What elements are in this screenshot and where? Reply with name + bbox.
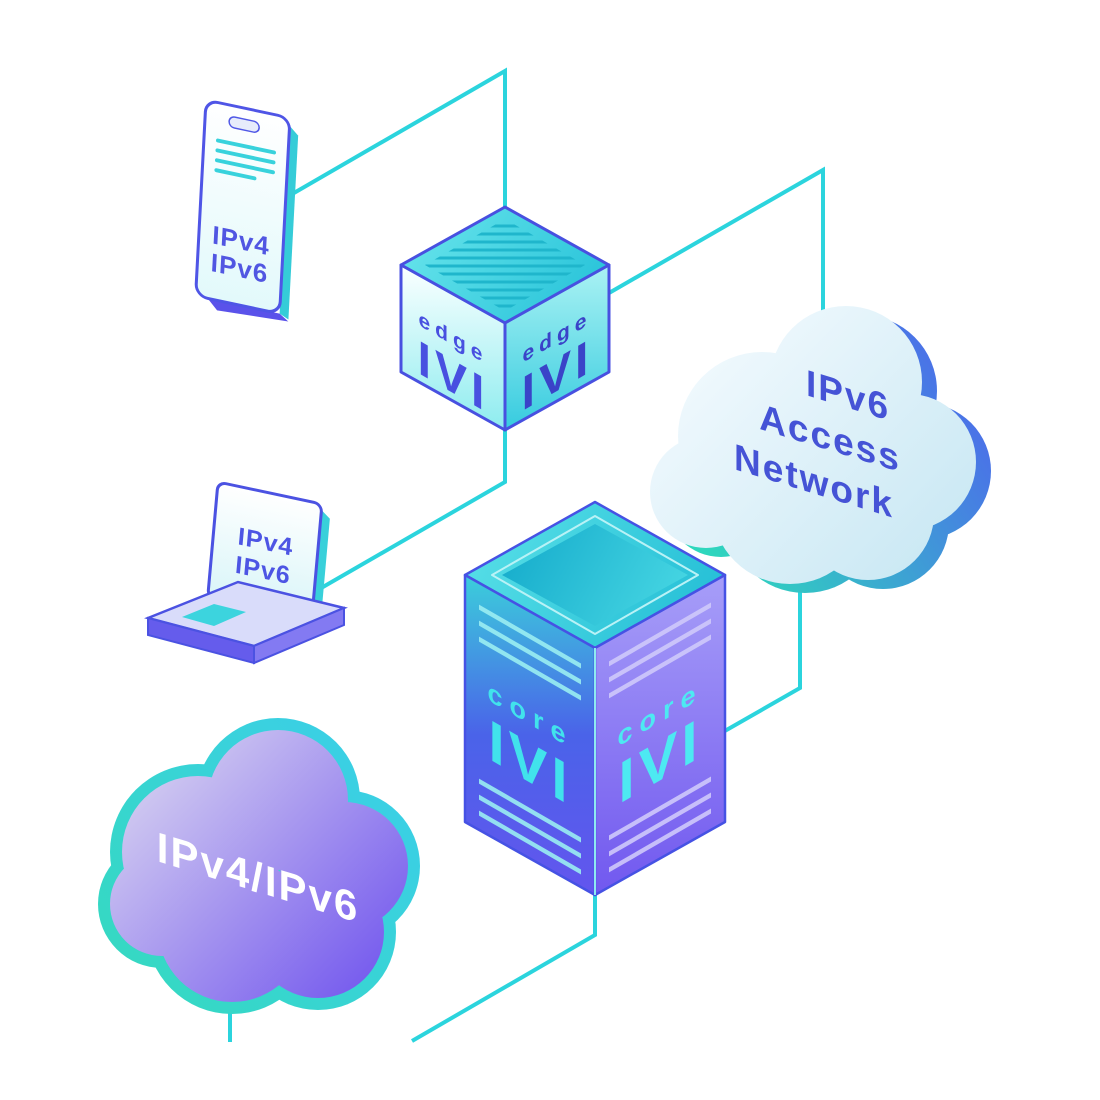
connection-line-edge-to-access-cloud	[608, 166, 825, 355]
phone-body	[194, 100, 291, 313]
phone-speaker-bar	[228, 116, 260, 133]
core-router-top-inset-border	[491, 515, 699, 635]
access-cloud-body	[650, 306, 976, 584]
phone-screen-content-lines	[214, 138, 277, 181]
laptop-trackpad	[182, 604, 246, 626]
core-left-bottom-vents	[479, 778, 581, 875]
laptop-node: IPv4 IPv6	[144, 482, 348, 665]
ipv4-ipv6-internet-cloud: IPv4/IPv6	[98, 718, 420, 1014]
connection-line-access-cloud-to-core	[722, 575, 802, 734]
core-right-top-vents	[609, 602, 711, 699]
internet-cloud-body	[110, 730, 408, 1002]
laptop-front-right-face	[253, 606, 345, 665]
laptop-screen-side	[311, 509, 330, 626]
core-right-bottom-vents	[609, 776, 711, 873]
edge-ivi-router-node: edge IVI edge IVI	[399, 205, 611, 432]
connection-line-core-to-internet-cloud	[410, 890, 597, 1043]
core-left-top-vents	[479, 604, 581, 701]
smartphone-node: IPv4 IPv6	[194, 100, 299, 322]
ipv6-access-network-cloud: IPv6 Access Network	[650, 306, 991, 593]
connection-line-edge-to-laptop	[315, 426, 507, 593]
connection-line-phone-to-edge	[285, 67, 507, 212]
phone-side-face	[279, 125, 299, 320]
edge-router-right-face	[503, 263, 611, 432]
core-ivi-router-node: core IVI core IVI	[463, 500, 727, 897]
core-router-top-panel	[502, 524, 688, 626]
